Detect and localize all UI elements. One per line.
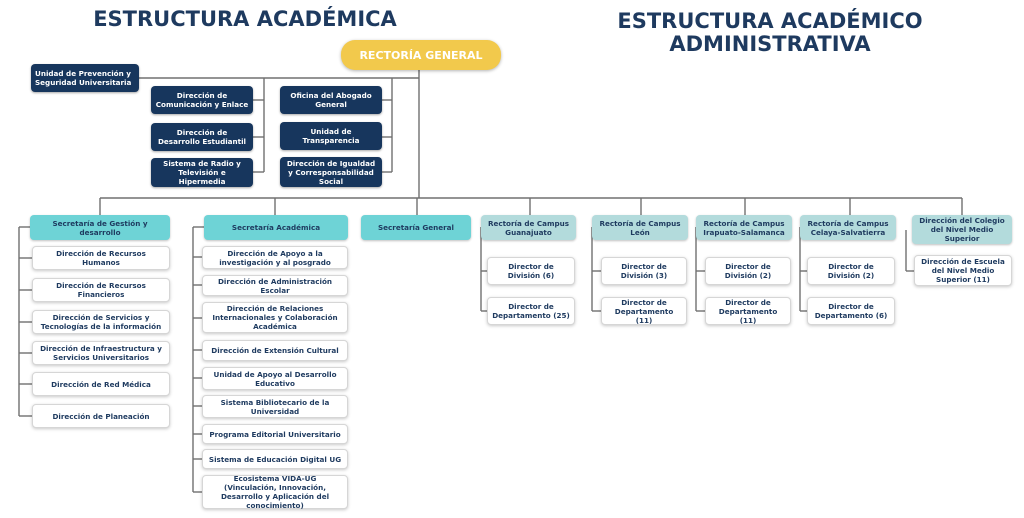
secretaria-gestion-box: Secretaría de Gestión y desarrollo [30, 215, 170, 240]
oficina-abogado-box: Oficina del Abogado General [280, 86, 382, 114]
gestion-item: Dirección de Recursos Financieros [32, 278, 170, 302]
title-estructura-academica: ESTRUCTURA ACADÉMICA [93, 7, 397, 31]
division-box: Director de División (3) [601, 257, 687, 285]
title-line-2: ADMINISTRATIVA [669, 32, 871, 56]
departamento-box: Director de Departamento (6) [807, 297, 895, 325]
departamento-box: Director de Departamento (25) [487, 297, 575, 325]
academica-item: Dirección de Extensión Cultural [202, 340, 348, 361]
title-line-1: ESTRUCTURA ACADÉMICO [617, 9, 923, 33]
division-box: Director de División (6) [487, 257, 575, 285]
sistema-radio-tv-box: Sistema de Radio y Televisión e Hipermed… [151, 158, 253, 187]
unidad-transparencia-box: Unidad de Transparencia [280, 122, 382, 150]
direccion-desarrollo-estudiantil-box: Dirección de Desarrollo Estudiantil [151, 123, 253, 151]
academica-item: Sistema de Educación Digital UG [202, 449, 348, 469]
direccion-igualdad-box: Dirección de Igualdad y Corresponsabilid… [280, 157, 382, 187]
departamento-box: Director de Departamento (11) [705, 297, 791, 325]
departamento-box: Director de Departamento (11) [601, 297, 687, 325]
gestion-item: Dirección de Red Médica [32, 372, 170, 396]
campus-irapuato-box: Rectoría de Campus Irapuato-Salamanca [696, 215, 792, 240]
secretaria-academica-box: Secretaría Académica [204, 215, 348, 240]
secretaria-general-box: Secretaría General [361, 215, 471, 240]
academica-item: Dirección de Apoyo a la investigación y … [202, 246, 348, 269]
campus-leon-box: Rectoría de Campus León [592, 215, 688, 240]
colegio-nivel-medio-box: Dirección del Colegio del Nivel Medio Su… [912, 215, 1012, 244]
rectoria-general-box: RECTORÍA GENERAL [341, 40, 501, 70]
academica-item: Dirección de Administración Escolar [202, 275, 348, 296]
campus-guanajuato-box: Rectoría de Campus Guanajuato [481, 215, 576, 240]
division-box: Director de División (2) [705, 257, 791, 285]
academica-item: Programa Editorial Universitario [202, 424, 348, 444]
gestion-item: Dirección de Planeación [32, 404, 170, 428]
academica-item: Ecosistema VIDA-UG (Vinculación, Innovac… [202, 474, 348, 510]
gestion-item: Dirección de Recursos Humanos [32, 246, 170, 270]
escuela-nivel-medio-box: Dirección de Escuela del Nivel Medio Sup… [914, 255, 1012, 286]
gestion-item: Dirección de Servicios y Tecnologías de … [32, 310, 170, 334]
gestion-item: Dirección de Infraestructura y Servicios… [32, 341, 170, 365]
campus-celaya-box: Rectoría de Campus Celaya-Salvatierra [800, 215, 896, 240]
academica-item: Unidad de Apoyo al Desarrollo Educativo [202, 367, 348, 390]
academica-item: Dirección de Relaciones Internacionales … [202, 302, 348, 333]
unidad-prevencion-box: Unidad de Prevención y Seguridad Univers… [31, 64, 139, 92]
title-estructura-academico-administrativa: ESTRUCTURA ACADÉMICO ADMINISTRATIVA [610, 10, 930, 56]
direccion-comunicacion-box: Dirección de Comunicación y Enlace [151, 86, 253, 114]
division-box: Director de División (2) [807, 257, 895, 285]
academica-item: Sistema Bibliotecario de la Universidad [202, 395, 348, 418]
